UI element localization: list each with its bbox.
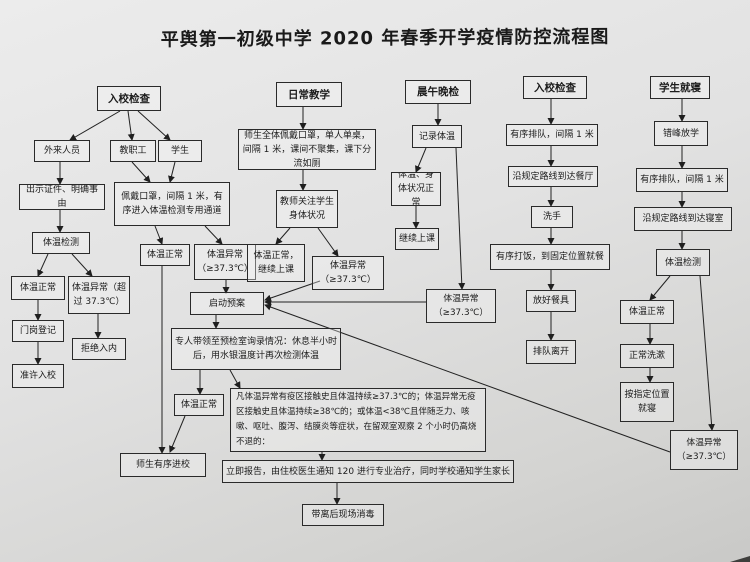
edge-check-abnormal-e bbox=[699, 275, 716, 431]
node-suspect-cond: 凡体温异常有疫区接触史且体温持续≥37.3℃的；体温异常无疫区接触史且体温持续≥… bbox=[230, 388, 486, 452]
edge-entry-outsiders bbox=[69, 110, 121, 141]
node-temp-normal-c: 体温正常 bbox=[620, 300, 674, 324]
node-wash-hands: 洗手 bbox=[531, 206, 573, 228]
node-temp-abnormal-d: 体温异常（≥37.3℃） bbox=[426, 289, 496, 323]
node-mask-entry: 佩戴口罩，间隔 1 米，有序进入体温检测专用通道 bbox=[114, 182, 230, 226]
node-route-dorm: 沿规定路线到达寝室 bbox=[634, 207, 732, 231]
edge-mask-normal-b bbox=[154, 225, 164, 245]
node-gate-register: 门岗登记 bbox=[12, 320, 64, 342]
node-report: 立即报告，由住校医生通知 120 进行专业治疗，同时学校通知学生家长 bbox=[222, 460, 514, 483]
node-entry-check-1: 入校检查 bbox=[97, 86, 161, 111]
node-continue-class-a: 体温正常，继续上课 bbox=[247, 244, 305, 282]
node-entry-check-2: 入校检查 bbox=[523, 76, 587, 99]
node-return-class: 师生有序进校 bbox=[120, 453, 206, 477]
node-record-temp: 记录体温 bbox=[412, 125, 462, 148]
node-morning-check: 晨午晚检 bbox=[405, 80, 471, 104]
node-body-normal: 体温、身体状况正常 bbox=[391, 172, 441, 206]
edge-staff-mask bbox=[131, 161, 151, 183]
edge-entry-students bbox=[137, 110, 171, 141]
node-queue-b: 有序排队，间隔 1 米 bbox=[636, 168, 728, 192]
node-daily-teaching: 日常教学 bbox=[276, 82, 342, 107]
edge-check-normal-c bbox=[649, 275, 671, 301]
edge-normal-d-return bbox=[169, 415, 186, 453]
node-student-sleep: 学生就寝 bbox=[650, 76, 710, 99]
node-show-id: 出示证件、明确事由 bbox=[19, 184, 105, 210]
node-teacher-watch: 教师关注学生身体状况 bbox=[276, 190, 338, 228]
node-temp-normal-d: 体温正常 bbox=[174, 394, 224, 416]
node-normal-wash: 正常洗漱 bbox=[620, 344, 674, 368]
edge-watch-continue bbox=[275, 227, 291, 245]
node-leave-line: 排队离开 bbox=[526, 340, 576, 364]
edge-check-abnormal-a bbox=[71, 253, 93, 277]
edge-record-normal bbox=[415, 147, 427, 173]
edge-abnormal-e-plan bbox=[264, 303, 671, 453]
node-temp-normal-b: 体温正常 bbox=[140, 244, 190, 266]
node-put-dishes: 放好餐具 bbox=[526, 290, 576, 312]
node-start-plan: 启动预案 bbox=[190, 292, 264, 315]
node-refuse-entry: 拒绝入内 bbox=[72, 338, 126, 360]
node-temp-check: 体温检测 bbox=[32, 232, 90, 254]
node-temp-abnormal-a: 体温异常（超过 37.3℃） bbox=[68, 276, 130, 314]
node-temp-abnormal-e: 体温异常（≥37.3℃） bbox=[670, 430, 738, 470]
node-temp-check-dorm: 体温检测 bbox=[656, 249, 710, 276]
node-stagger: 错峰放学 bbox=[654, 121, 708, 146]
node-get-meal: 有序打饭，到固定位置就餐 bbox=[490, 244, 610, 270]
node-route-canteen: 沿规定路线到达餐厅 bbox=[508, 166, 598, 187]
node-sleep-place: 按指定位置就寝 bbox=[620, 382, 674, 422]
node-class-rules: 师生全体佩戴口罩，单人单桌，间隔 1 米，课间不聚集，课下分流如厕 bbox=[238, 129, 376, 170]
node-students: 学生 bbox=[158, 140, 202, 162]
edge-abnormal-c-plan bbox=[264, 280, 321, 302]
edge-watch-abnormal-c bbox=[317, 227, 339, 257]
node-outsiders: 外来人员 bbox=[34, 140, 90, 162]
node-isolation-check: 专人带领至预检室询录情况：休息半小时后，用水银温度计再次检测体温 bbox=[171, 328, 341, 370]
node-continue-class-b: 继续上课 bbox=[395, 228, 439, 250]
edge-mask-abnormal-b bbox=[204, 225, 223, 245]
node-disinfect: 带离后现场消毒 bbox=[302, 504, 384, 526]
edge-entry-staff bbox=[127, 110, 135, 141]
edge-record-abnormal bbox=[455, 147, 466, 290]
edge-isolation-suspect bbox=[229, 369, 241, 389]
node-temp-normal-a: 体温正常 bbox=[11, 276, 65, 300]
node-temp-abnormal-b: 体温异常（≥37.3℃） bbox=[194, 244, 256, 280]
edge-students-mask bbox=[168, 161, 176, 183]
node-allow-entry: 准许入校 bbox=[12, 364, 64, 388]
node-staff: 教职工 bbox=[110, 140, 156, 162]
node-queue-a: 有序排队，间隔 1 米 bbox=[506, 124, 598, 146]
node-temp-abnormal-c: 体温异常（≥37.3℃） bbox=[312, 256, 384, 290]
edge-check-normal-a bbox=[37, 253, 49, 277]
